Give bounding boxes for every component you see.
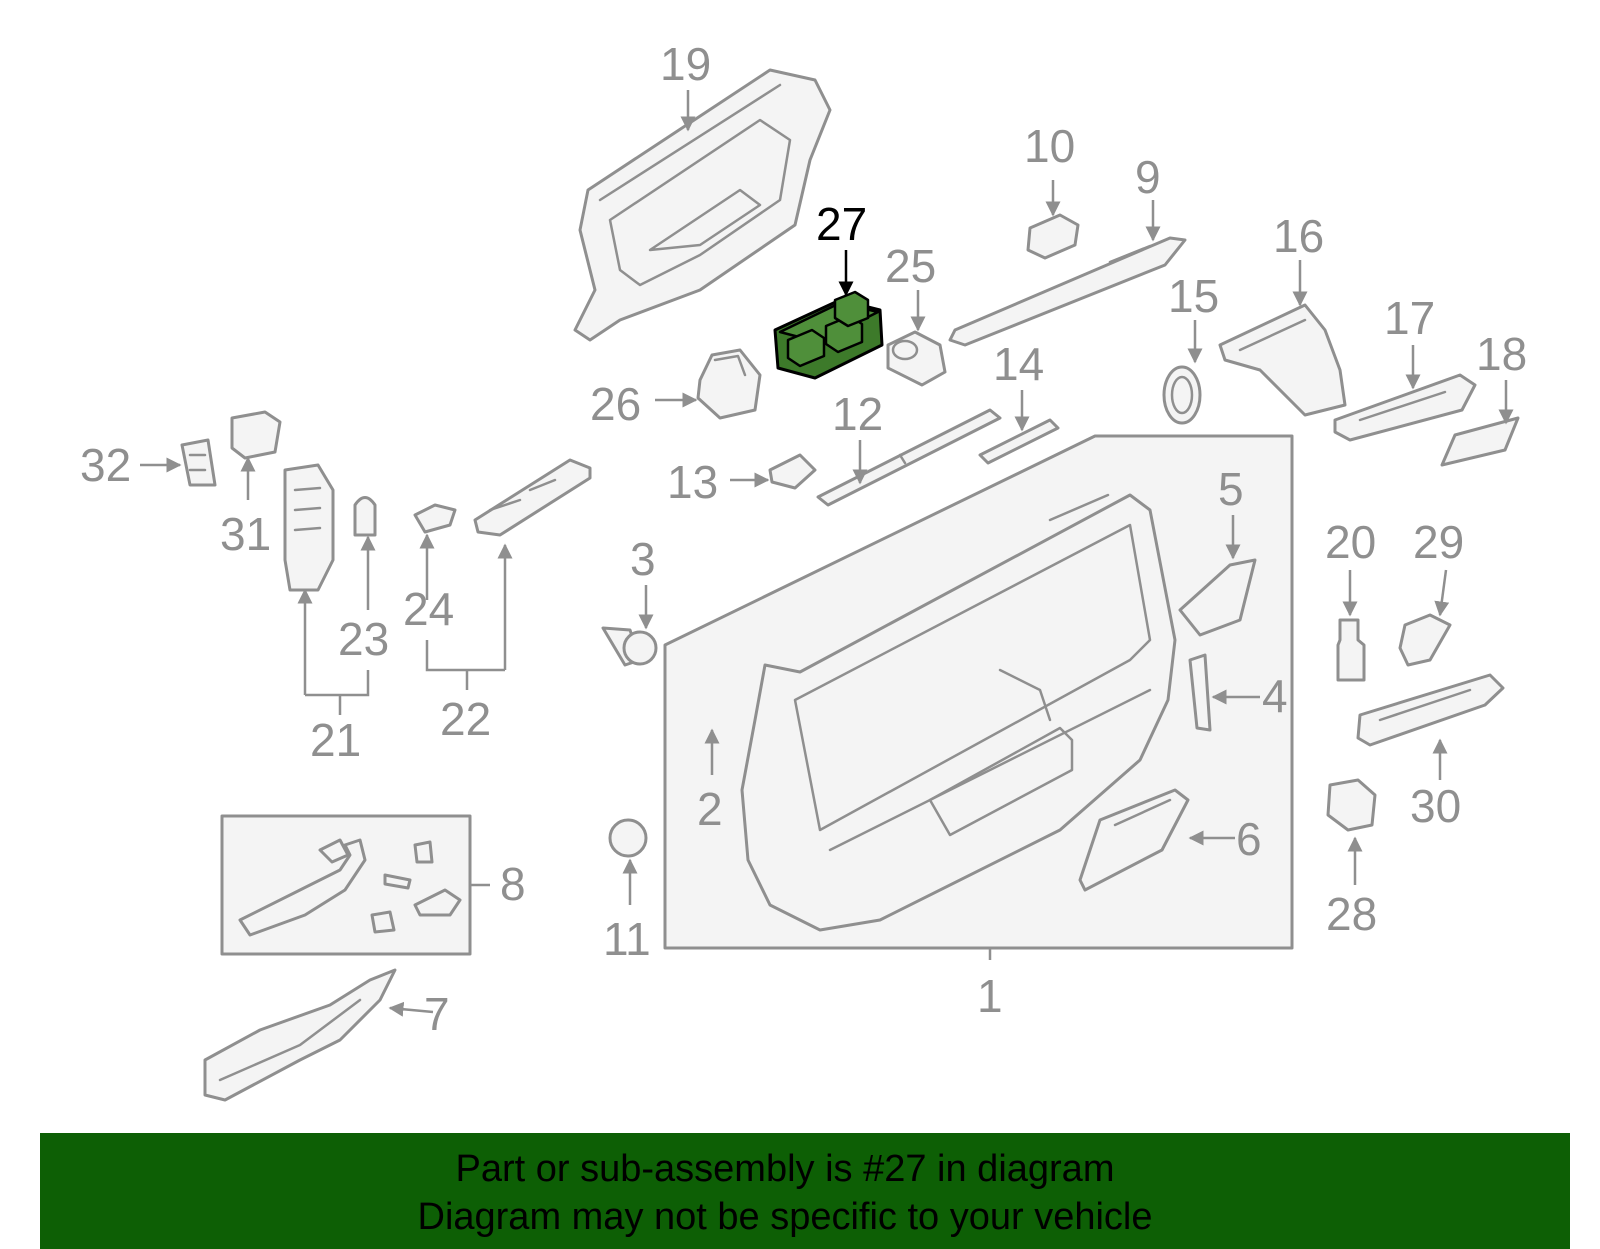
banner-part-reference: Part or sub-assembly is #27 in diagram xyxy=(455,1148,1115,1190)
part-15-grommet xyxy=(1162,365,1202,425)
callout-24: 24 xyxy=(403,583,454,635)
info-banner: Part or sub-assembly is #27 in diagram D… xyxy=(40,1133,1570,1249)
callout-1: 1 xyxy=(977,970,1003,1022)
part-3-fastener xyxy=(601,626,658,667)
callout-8: 8 xyxy=(500,858,526,910)
callout-7: 7 xyxy=(424,988,450,1040)
part-21-switch-panel xyxy=(283,463,335,592)
part-31-block xyxy=(230,410,282,460)
part-13-clip xyxy=(768,453,817,490)
part-17-handle-trim xyxy=(1333,373,1477,442)
part-5-mirror-cover xyxy=(1178,558,1257,637)
callout-26: 26 xyxy=(590,378,641,430)
callout-19: 19 xyxy=(660,38,711,90)
callout-13: 13 xyxy=(667,456,718,508)
callout-10: 10 xyxy=(1024,120,1075,172)
callout-32: 32 xyxy=(80,439,131,491)
part-14-seal-strip xyxy=(978,418,1060,465)
part-28-switch xyxy=(1326,778,1377,832)
callout-16: 16 xyxy=(1273,210,1324,262)
part-4-strip xyxy=(1188,653,1212,732)
callout-5: 5 xyxy=(1218,463,1244,515)
callout-29: 29 xyxy=(1413,516,1464,568)
callout-4: 4 xyxy=(1262,670,1288,722)
part-23-bulb xyxy=(353,496,377,537)
part-27-window-switch-highlighted xyxy=(773,290,884,380)
callout-17: 17 xyxy=(1384,292,1435,344)
part-19-door-inner-frame xyxy=(573,68,832,342)
part-10-clip xyxy=(1026,213,1080,260)
callout-11: 11 xyxy=(603,913,651,965)
part-26-switch xyxy=(696,348,762,420)
part-8-kit xyxy=(220,814,472,956)
part-6-pocket xyxy=(1078,788,1190,892)
callout-2: 2 xyxy=(697,783,723,835)
callout-20: 20 xyxy=(1325,516,1376,568)
callout-18: 18 xyxy=(1476,328,1527,380)
callout-27: 27 xyxy=(816,198,867,250)
part-7-armrest xyxy=(203,968,397,1102)
part-20-pin xyxy=(1336,618,1366,682)
part-16-bracket xyxy=(1218,303,1347,417)
callout-23: 23 xyxy=(338,613,389,665)
callout-12: 12 xyxy=(832,388,883,440)
banner-disclaimer: Diagram may not be specific to your vehi… xyxy=(417,1196,1153,1238)
callout-labels: 19 27 25 10 9 16 15 17 18 14 12 26 13 32… xyxy=(80,38,1527,1040)
callout-9: 9 xyxy=(1135,151,1161,203)
part-29-clip xyxy=(1398,613,1452,667)
callout-28: 28 xyxy=(1326,888,1377,940)
leader-lines xyxy=(140,90,1514,1017)
part-11-plug xyxy=(608,818,648,858)
callout-31: 31 xyxy=(220,508,271,560)
part-32-clip xyxy=(180,438,217,487)
callout-22: 22 xyxy=(440,693,491,745)
callout-21: 21 xyxy=(310,714,361,766)
callout-25: 25 xyxy=(885,240,936,292)
callout-6: 6 xyxy=(1236,813,1262,865)
part-18-cover xyxy=(1440,416,1520,467)
part-25-knob xyxy=(886,330,947,387)
callout-30: 30 xyxy=(1410,780,1461,832)
part-22-lamp-housing xyxy=(473,458,592,537)
callout-14: 14 xyxy=(993,338,1044,390)
part-30-handle xyxy=(1356,673,1505,747)
part-24-bulb xyxy=(413,503,457,534)
callout-15: 15 xyxy=(1168,270,1219,322)
callout-3: 3 xyxy=(630,533,656,585)
part-9-trim-strip xyxy=(948,236,1187,347)
